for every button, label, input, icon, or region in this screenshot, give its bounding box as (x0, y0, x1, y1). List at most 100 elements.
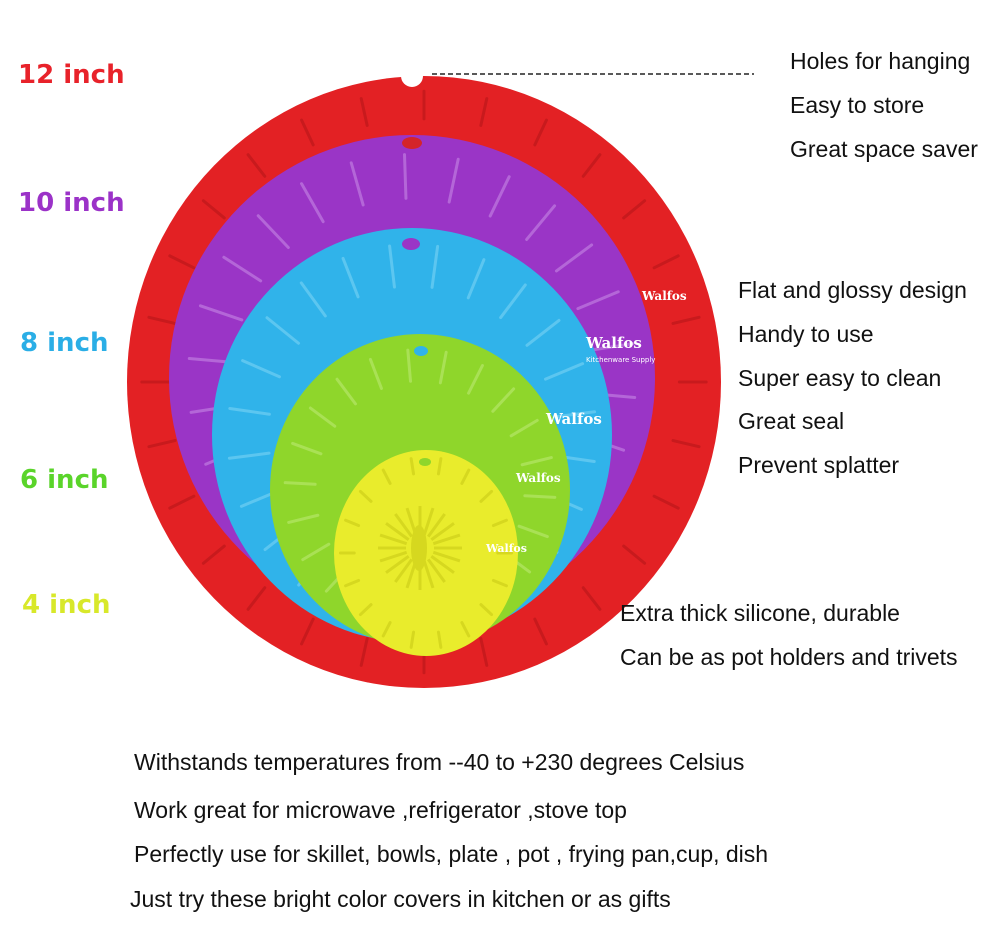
yellow-lid-4-inch: Walfos (334, 450, 527, 656)
feature-extra-thick-silicone: Extra thick silicone, durable (620, 600, 900, 626)
lid-rib (168, 494, 196, 510)
lid-rib (499, 283, 527, 320)
lid-rib (300, 182, 325, 224)
starburst-ray (432, 533, 461, 546)
lid-rib (300, 118, 315, 147)
lid-rib (430, 244, 440, 289)
lid-rib (553, 410, 597, 419)
starburst-ray (422, 560, 435, 589)
lid-rib (299, 281, 327, 318)
lid-rib (488, 175, 511, 218)
lid-rib (533, 617, 548, 646)
starburst-ray (427, 513, 446, 538)
lid-rib (652, 254, 680, 270)
lid-rib (520, 456, 553, 467)
lid-rib (409, 630, 416, 649)
lid-rib (358, 603, 373, 617)
lid-rib (344, 518, 361, 528)
lid-rib (358, 489, 373, 503)
lid-rib (147, 439, 177, 449)
lid-rib (406, 348, 413, 383)
lid-rib (301, 542, 331, 562)
lid-rib (460, 621, 471, 638)
lid-rib (335, 377, 357, 406)
starburst-ray (385, 522, 410, 541)
lid-rib (227, 451, 271, 460)
lid-rib (622, 199, 647, 220)
brand-text-blue: Walfos (585, 334, 642, 352)
lid-rib (581, 153, 602, 178)
lid-rib (246, 586, 267, 611)
lid-rib (588, 342, 635, 352)
bottom-line-appliances: Work great for microwave ,refrigerator ,… (134, 797, 627, 823)
lid-rib (517, 524, 549, 539)
lid-rib (447, 157, 460, 204)
bottom-line-temperature: Withstands temperatures from --40 to +23… (134, 749, 745, 775)
starburst-ray (385, 555, 410, 574)
lid-center-handle (411, 525, 427, 571)
lid-rib (544, 362, 585, 381)
lid-rib (402, 153, 408, 200)
brand-text-green: Walfos (545, 410, 602, 428)
lid-rib (509, 418, 539, 438)
hanging-hole-green (414, 346, 428, 356)
feature-easy-to-store: Easy to store (790, 92, 925, 118)
hanging-hole-blue (402, 238, 420, 250)
lid-rib (554, 243, 594, 273)
size-label-4-inch: 4 inch (22, 590, 111, 620)
lid-rib (460, 468, 471, 485)
brand-tagline-blue: Kitchenware Supply (586, 356, 655, 364)
feature-great-space-saver: Great space saver (790, 136, 978, 162)
feature-pot-holders-trivets: Can be as pot holders and trivets (620, 644, 958, 670)
hanging-hole-yellow (419, 458, 431, 466)
lid-rib (287, 513, 320, 524)
lid-rib (283, 481, 317, 486)
feature-handy-to-use: Handy to use (738, 321, 874, 347)
starburst-ray (430, 522, 455, 541)
starburst-ray (430, 555, 455, 574)
size-label-6-inch: 6 inch (20, 465, 109, 495)
lid-rib (246, 153, 267, 178)
lid-rib (525, 204, 557, 241)
lid-rib (479, 603, 494, 617)
brand-text-yellow: Walfos (485, 542, 527, 555)
lid-rib (349, 161, 365, 207)
lid-rib (291, 441, 323, 456)
lid-rib (671, 315, 701, 325)
starburst-ray (379, 533, 408, 546)
lid-rib (652, 494, 680, 510)
lid-rib (381, 468, 392, 485)
starburst-ray (394, 558, 413, 583)
lid-rib (622, 544, 647, 565)
lid-rib (168, 254, 196, 270)
lid-rib (479, 489, 494, 503)
lid-rib (147, 315, 177, 325)
lid-rib (228, 406, 271, 416)
feature-holes-for-hanging: Holes for hanging (790, 48, 971, 74)
bottom-line-gifts: Just try these bright color covers in ki… (130, 886, 671, 912)
hanging-hole-purple (402, 137, 422, 149)
feature-prevent-splatter: Prevent splatter (738, 452, 900, 478)
lid-rib (491, 387, 516, 413)
size-label-8-inch: 8 inch (20, 328, 109, 358)
lid-rib (241, 359, 281, 379)
lid-rib (222, 255, 263, 283)
brand-text-purple: Walfos (641, 289, 687, 303)
starburst-ray (432, 550, 461, 563)
feature-flat-glossy-design: Flat and glossy design (738, 277, 967, 303)
lid-rib (479, 97, 489, 127)
lid-rib (479, 637, 489, 667)
lid-rib (438, 350, 448, 385)
lid-rib (368, 357, 383, 390)
lid-rib (467, 364, 484, 395)
starburst-ray (394, 513, 413, 538)
size-label-10-inch: 10 inch (18, 188, 125, 218)
brand-text-green-2: Walfos (515, 471, 561, 485)
lid-rib (525, 318, 561, 347)
lid-rib (344, 578, 361, 588)
lid-rib (256, 214, 290, 249)
lid-rib (576, 290, 620, 311)
lid-rib (436, 630, 443, 649)
lid-rib (201, 199, 226, 220)
